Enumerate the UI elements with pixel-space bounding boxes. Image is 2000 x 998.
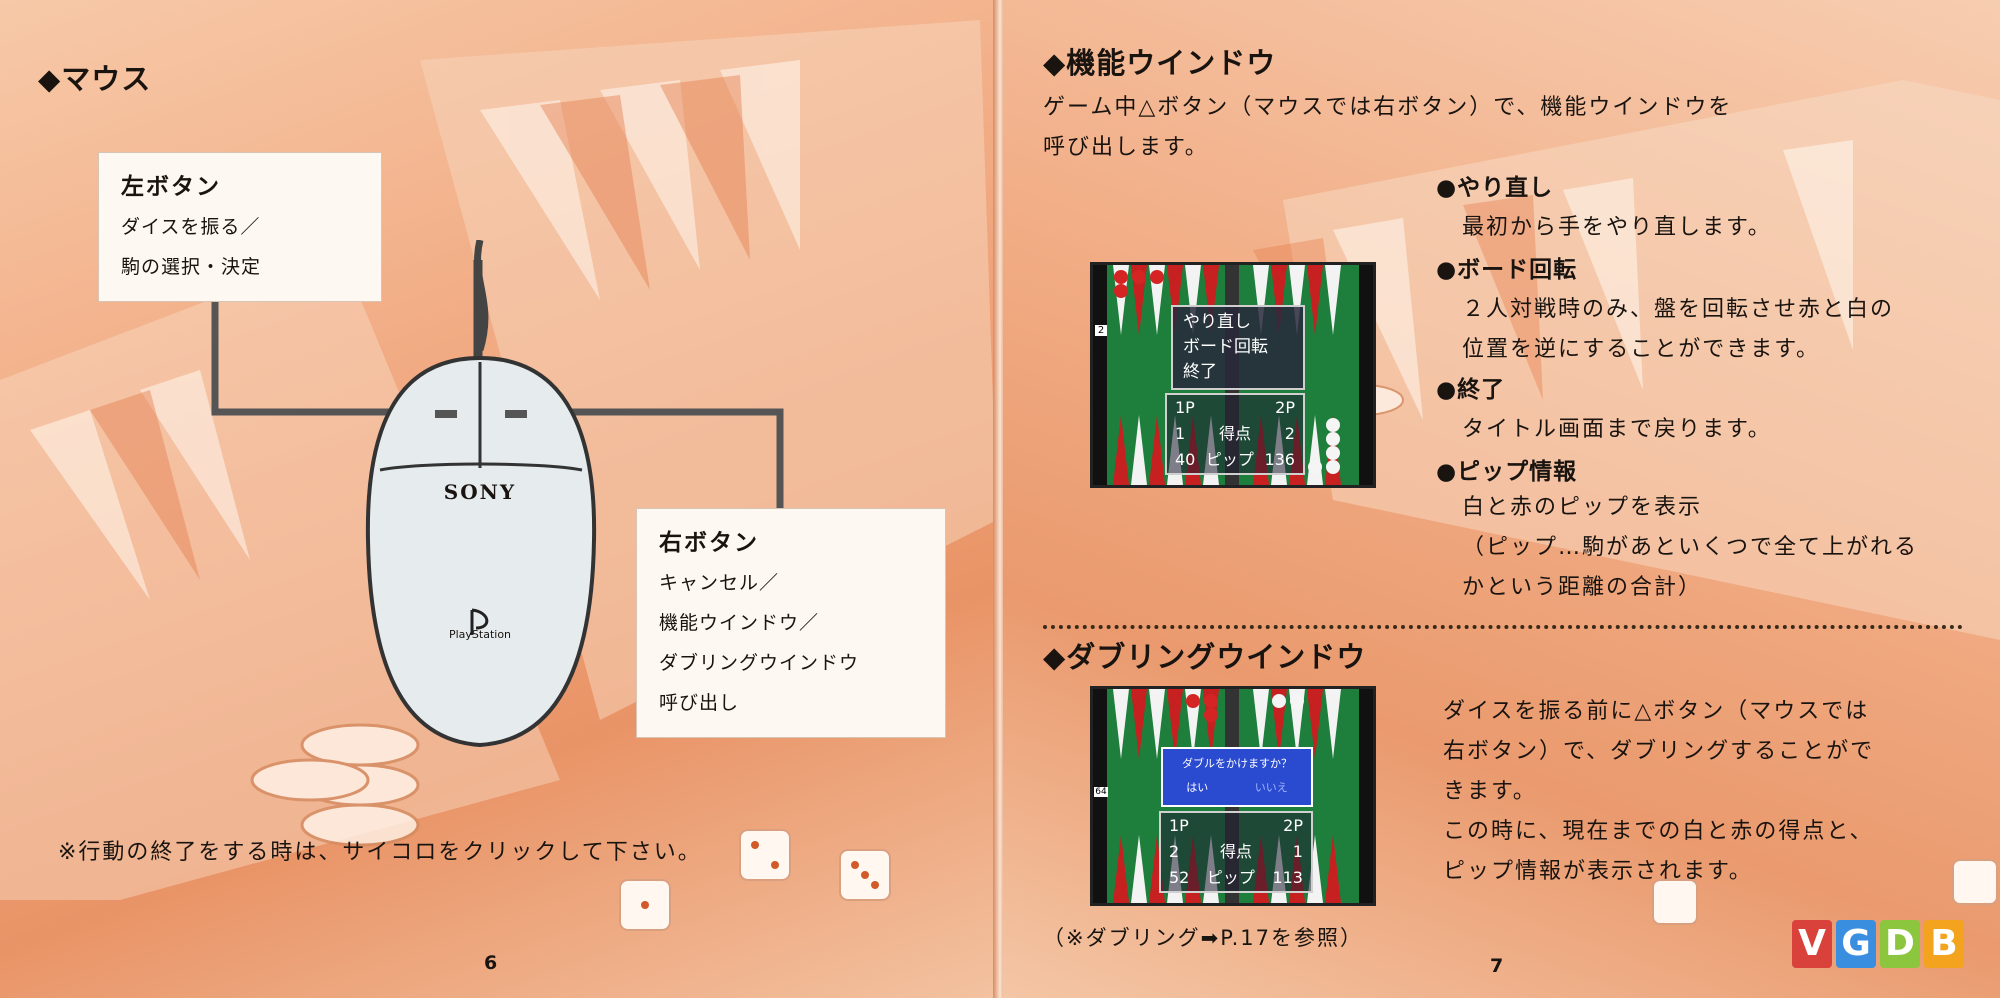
menu-item-redo[interactable]: やり直し (1183, 312, 1251, 332)
player1-score: 2 (1169, 842, 1180, 861)
player1-pip: 52 (1169, 868, 1190, 887)
item-title-rotate-board: ●ボード回転 (1436, 257, 1578, 283)
player1-label: 1P (1175, 398, 1195, 417)
right-button-line: キャンセル／ (659, 572, 780, 594)
menu-item-quit[interactable]: 終了 (1183, 362, 1217, 382)
score-label: 得点 (1218, 424, 1251, 443)
menu-item-rotate-board[interactable]: ボード回転 (1183, 337, 1268, 357)
right-button-line: ダブリングウインドウ (659, 652, 860, 674)
right-button-title: 右ボタン (659, 530, 759, 556)
left-button-line: 駒の選択・決定 (121, 256, 262, 278)
doubling-cube: 2 (1095, 325, 1107, 336)
double-question: ダブルをかけますか？ (1182, 757, 1292, 770)
player1-pip: 40 (1175, 450, 1196, 469)
desc-line: きます。 (1443, 779, 1537, 804)
pip-score-panel: 1P 2P 2 得点 1 52 ピップ 113 (1159, 811, 1313, 893)
player2-label: 2P (1283, 816, 1303, 835)
double-no-button[interactable]: いいえ (1254, 781, 1288, 794)
pip-label: ピップ (1205, 450, 1254, 469)
watermark-letter: B (1924, 920, 1964, 968)
right-button-line: 呼び出し (659, 692, 740, 714)
function-window-intro: ゲーム中△ボタン（マウスでは右ボタン）で、機能ウインドウを 呼び出します。 (1043, 88, 1732, 168)
intro-line: ゲーム中△ボタン（マウスでは右ボタン）で、機能ウインドウを (1043, 95, 1733, 120)
player2-pip: 113 (1272, 868, 1303, 887)
desc-line: ダイスを振る前に△ボタン（マウスでは (1443, 699, 1870, 724)
player1-label: 1P (1169, 816, 1189, 835)
section-title-function-window: ◆機能ウインドウ (1043, 46, 1277, 80)
item-desc-rotate-board: ２人対戦時のみ、盤を回転させ赤と白の 位置を逆にすることができます。 (1462, 290, 1894, 370)
item-title-quit: ●終了 (1436, 377, 1506, 403)
player2-score: 1 (1292, 842, 1303, 861)
item-desc-quit: タイトル画面まで戻ります。 (1462, 417, 1772, 442)
item-title-redo: ●やり直し (1436, 175, 1554, 201)
desc-line: ピップ情報が表示されます。 (1443, 859, 1753, 884)
desc-line: この時に、現在までの白と赤の得点と、 (1443, 819, 1874, 844)
pip-label: ピップ (1206, 868, 1255, 887)
player2-label: 2P (1275, 398, 1295, 417)
mouse-brand: SONY (443, 480, 517, 504)
player2-pip: 136 (1264, 450, 1295, 469)
left-button-line: ダイスを振る／ (121, 216, 261, 238)
doubling-description: ダイスを振る前に△ボタン（マウスでは 右ボタン）で、ダブリングすることがで きま… (1443, 692, 1874, 892)
callout-connectors (211, 300, 784, 508)
desc-line: 右ボタン）で、ダブリングすることがで (1443, 739, 1875, 764)
mouse-note: ※行動の終了をする時は、サイコロをクリックして下さい。 (58, 840, 702, 865)
score-label: 得点 (1219, 842, 1252, 861)
section-title-doubling-window: ◆ダブリングウインドウ (1043, 640, 1367, 674)
right-button-line: 機能ウインドウ／ (659, 612, 820, 634)
desc-line: ２人対戦時のみ、盤を回転させ赤と白の (1462, 297, 1895, 322)
double-dialog: ダブルをかけますか？ はい いいえ (1161, 747, 1313, 807)
item-desc-pip-info: 白と赤のピップを表示 （ピップ…駒があといくつで全て上がれる かという距離の合計… (1462, 488, 1918, 608)
left-button-title: 左ボタン (121, 174, 221, 200)
right-button-callout: 右ボタン キャンセル／ 機能ウインドウ／ ダブリングウインドウ 呼び出し (636, 508, 946, 738)
desc-line: 位置を逆にすることができます。 (1462, 337, 1821, 362)
player1-score: 1 (1175, 424, 1186, 443)
doubling-window-screenshot: 64 ダブルをかけますか？ はい いいえ 1P 2P 2 得点 1 52 ピップ… (1090, 686, 1376, 906)
watermark-letter: D (1880, 920, 1920, 968)
playstation-mouse (365, 240, 597, 748)
player2-score: 2 (1284, 424, 1295, 443)
item-title-pip-info: ●ピップ情報 (1436, 459, 1578, 485)
doubling-reference-note: （※ダブリング➡P.17を参照） (1043, 926, 1363, 950)
double-yes-button[interactable]: はい (1186, 781, 1209, 794)
page-number-left: 6 (484, 952, 498, 974)
desc-line: 白と赤のピップを表示 (1462, 495, 1703, 520)
vgdb-watermark-logo: V G D B (1792, 920, 1992, 976)
pip-score-panel: 1P 2P 1 得点 2 40 ピップ 136 (1165, 393, 1305, 475)
page-number-right: 7 (1490, 955, 1504, 977)
section-title-mouse: ◆マウス (38, 62, 152, 96)
mouse-logo-text: PlayStation (448, 628, 512, 641)
section-divider (1043, 625, 1963, 629)
desc-line: （ピップ…駒があといくつで全て上がれる (1462, 535, 1919, 560)
left-button-callout: 左ボタン ダイスを振る／ 駒の選択・決定 (98, 152, 382, 302)
function-menu: やり直し ボード回転 終了 (1171, 305, 1305, 390)
intro-line: 呼び出します。 (1043, 135, 1209, 160)
watermark-letter: G (1836, 920, 1876, 968)
left-page: ◆マウス 左ボタン ダイスを振る／ 駒の選択・決定 SONY PlayStati… (0, 0, 997, 998)
playstation-logo-icon (470, 608, 489, 635)
doubling-cube: 64 (1094, 787, 1108, 797)
function-window-screenshot: 2 やり直し ボード回転 終了 1P 2P 1 得点 2 40 ピップ 136 (1090, 262, 1376, 488)
watermark-letter: V (1792, 920, 1832, 968)
item-desc-redo: 最初から手をやり直します。 (1462, 215, 1772, 240)
desc-line: かという距離の合計） (1462, 575, 1703, 600)
